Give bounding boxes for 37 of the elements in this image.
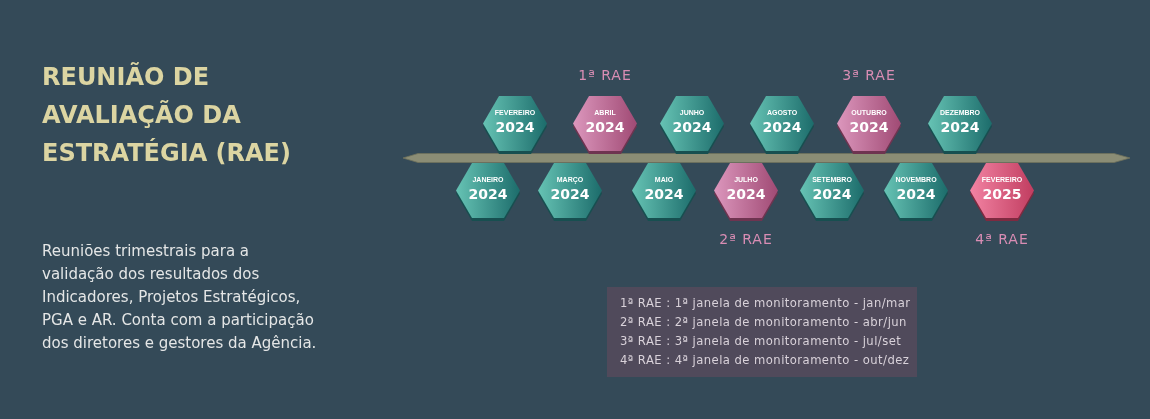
year-label: 2024 <box>672 119 712 136</box>
month-hexagon <box>632 163 696 221</box>
year-label: 2024 <box>812 186 852 203</box>
year-label: 2024 <box>940 119 980 136</box>
note-panel <box>607 287 917 377</box>
year-label: 2024 <box>550 186 590 203</box>
title: REUNIÃO DE AVALIAÇÃO DA ESTRATÉGIA (RAE) <box>42 61 292 169</box>
year-label: 2024 <box>726 186 766 203</box>
month-hexagon <box>714 163 778 221</box>
review-label: 1ª RAE <box>578 66 632 84</box>
month-hexagon <box>800 163 864 221</box>
year-label: 2024 <box>896 186 936 203</box>
description-text: Reuniões trimestrais para a validação dos resultados dos Indicadores, Projetos Estratégicos, PGA e AR. Conta com a participação dos diretores e gestores da Agência. <box>42 241 318 354</box>
month-hexagon <box>660 96 724 154</box>
month-hexagon <box>483 96 547 154</box>
year-label: 2024 <box>585 119 625 136</box>
month-hexagon <box>456 163 520 221</box>
review-label: 2ª RAE <box>719 230 773 248</box>
month-hexagon <box>573 96 637 154</box>
year-label: 2024 <box>468 186 508 203</box>
year-label: 2025 <box>982 186 1022 203</box>
year-label: 2024 <box>762 119 802 136</box>
month-hexagon <box>750 96 814 154</box>
year-label: 2024 <box>644 186 684 203</box>
month-hexagon <box>884 163 948 221</box>
note-line: 4ª RAE : 4ª janela de monitoramento - out/dez <box>620 352 911 369</box>
month-hexagon <box>538 163 602 221</box>
month-hexagon <box>837 96 901 154</box>
review-label: 3ª RAE <box>842 66 896 84</box>
note-line: 3ª RAE : 3ª janela de monitoramento - jul/set <box>620 333 903 350</box>
review-label: 4ª RAE <box>975 230 1029 248</box>
note-line: 1ª RAE : 1ª janela de monitoramento - jan/mar <box>620 295 912 312</box>
month-hexagon <box>928 96 992 154</box>
note-line: 2ª RAE : 2ª janela de monitoramento - abr/jun <box>620 314 908 331</box>
year-label: 2024 <box>495 119 535 136</box>
year-label: 2024 <box>849 119 889 136</box>
month-hexagon <box>970 163 1034 221</box>
